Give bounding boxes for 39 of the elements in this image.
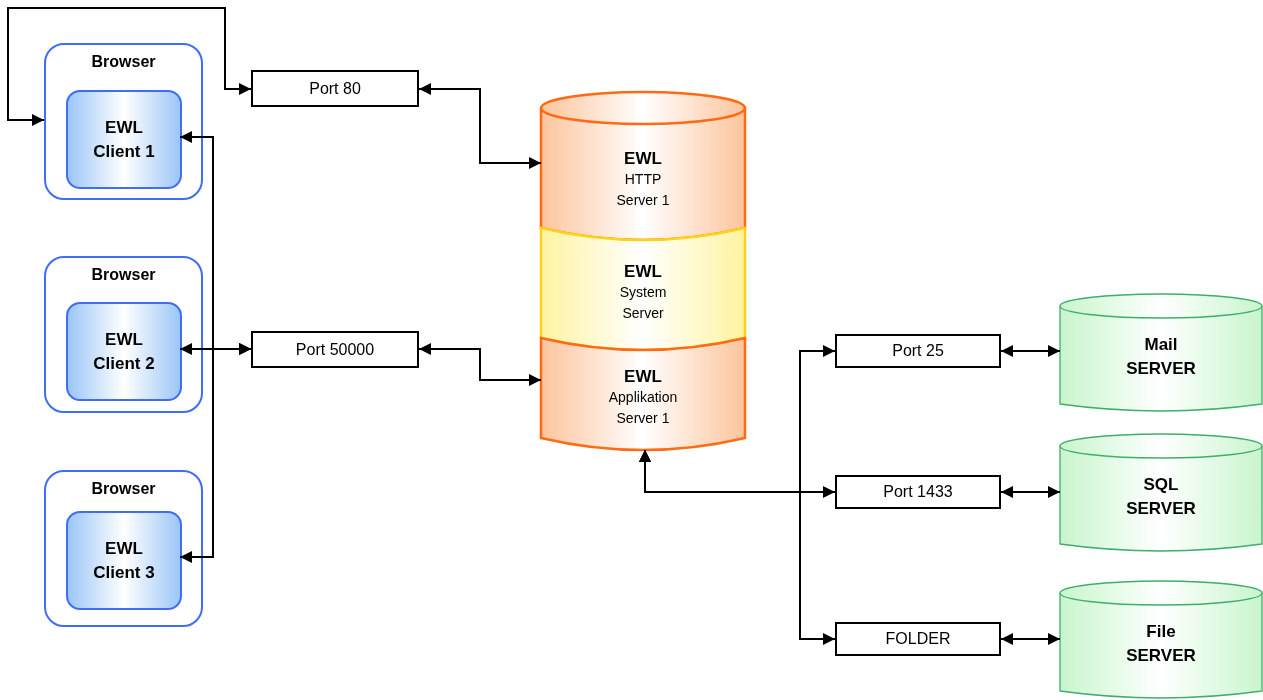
port-box — [835, 475, 1001, 509]
connector-arrow — [7, 7, 252, 126]
browser-frame — [44, 43, 203, 200]
connector-arrow — [1000, 486, 1061, 498]
port-box — [835, 622, 1001, 656]
client-label: EWL Client 3 — [92, 537, 156, 584]
connector-arrow — [1000, 345, 1061, 357]
port-label: Port 25 — [892, 342, 944, 360]
browser-frame — [44, 256, 203, 413]
client-label: EWL Client 1 — [92, 116, 156, 163]
server-label: Applikation Server 1 — [607, 388, 679, 428]
connector-arrow — [179, 343, 252, 563]
connector-arrow — [1000, 633, 1061, 645]
port-box — [835, 334, 1001, 368]
server-label: HTTP Server 1 — [615, 170, 671, 210]
port-label: Port 80 — [309, 79, 361, 98]
server-label: System Server — [618, 283, 668, 323]
port-label: Port 50000 — [295, 340, 375, 359]
browser-label: Browser — [91, 53, 156, 71]
client-box — [66, 90, 182, 189]
server-label: File SERVER — [1125, 621, 1197, 667]
browser-label: Browser — [91, 266, 156, 284]
server-title: EWL — [624, 262, 662, 282]
port-label: Port 1433 — [883, 483, 953, 501]
server-label: SQL SERVER — [1125, 474, 1197, 520]
server-title: EWL — [624, 149, 662, 169]
connector-arrow — [418, 343, 542, 386]
browser-frame — [44, 470, 203, 627]
server-label: Mail SERVER — [1125, 334, 1197, 380]
connector-arrow — [639, 449, 836, 645]
server-title: EWL — [624, 367, 662, 387]
port-box — [251, 331, 419, 368]
browser-label: Browser — [91, 480, 156, 498]
client-box — [66, 302, 182, 401]
connector-arrow — [418, 83, 542, 169]
client-label: EWL Client 2 — [92, 328, 156, 375]
client-box — [66, 511, 182, 610]
port-box — [251, 70, 419, 107]
port-label: FOLDER — [885, 630, 951, 648]
